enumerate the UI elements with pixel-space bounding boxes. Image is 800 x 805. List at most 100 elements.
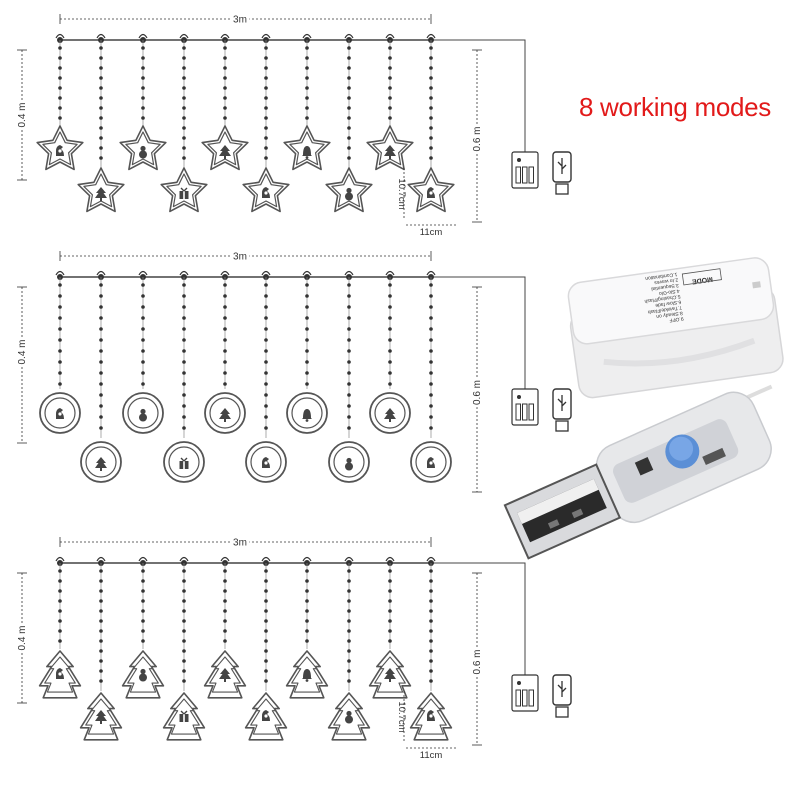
led-dot: [58, 569, 62, 573]
usb-connector: [555, 420, 569, 432]
santa-icon: [427, 710, 435, 721]
led-dot: [264, 659, 268, 663]
led-dot: [347, 106, 351, 110]
led-dot: [429, 360, 433, 364]
ring-outline: [39, 392, 81, 434]
led-dot: [182, 316, 186, 320]
led-dot: [388, 294, 392, 298]
battery-box-shadow: [603, 337, 756, 367]
short-drop-label: 0.4 m: [17, 102, 28, 127]
led-dot: [58, 349, 62, 353]
gift-icon: [178, 187, 190, 200]
led-dot: [347, 639, 351, 643]
star-outline: [77, 167, 125, 213]
light-strand: [347, 277, 351, 438]
mode-line: 4.Slo-Glo: [658, 287, 680, 296]
led-dot: [388, 305, 392, 309]
hook: [344, 556, 354, 562]
led-dot: [264, 569, 268, 573]
led-dot: [347, 146, 351, 150]
led-dot: [99, 393, 103, 397]
star-pendant: [77, 167, 125, 213]
led-dot: [141, 589, 145, 593]
led-dot: [182, 106, 186, 110]
led-dot: [141, 56, 145, 60]
led-dot: [223, 349, 227, 353]
led-dot: [264, 609, 268, 613]
star-outline: [407, 167, 455, 213]
led-dot: [99, 76, 103, 80]
tree-inner-outline: [374, 656, 406, 693]
usb-connector: [555, 183, 569, 195]
led-dot: [99, 338, 103, 342]
led-dot: [182, 349, 186, 353]
mode-line: 3.Sequential: [651, 282, 679, 292]
led-dot: [429, 404, 433, 408]
mode-line: 2.In waves: [653, 276, 678, 285]
led-dot: [264, 316, 268, 320]
gift-icon: [178, 457, 190, 470]
led-dot: [429, 338, 433, 342]
led-dot: [264, 629, 268, 633]
tree-pendant: [162, 692, 206, 741]
star-pendant: [119, 125, 167, 171]
led-dot: [264, 579, 268, 583]
led-dot: [223, 382, 227, 386]
bell-icon: [302, 409, 312, 422]
star-pendant: [201, 125, 249, 171]
led-dot: [182, 579, 186, 583]
led-dot: [305, 106, 309, 110]
led-dot: [141, 599, 145, 603]
ring-inner-outline: [85, 446, 117, 478]
led-dot: [429, 371, 433, 375]
led-dot: [305, 371, 309, 375]
led-dot: [182, 649, 186, 653]
light-strand: [264, 40, 268, 168]
led-dot: [347, 294, 351, 298]
mode-line: 5.Chasing/Flash: [644, 293, 681, 304]
led-dot: [182, 599, 186, 603]
led-dot: [99, 589, 103, 593]
led-dot: [388, 116, 392, 120]
led-dot: [347, 415, 351, 419]
battery-box-outline: [511, 674, 539, 712]
led-dot: [99, 349, 103, 353]
led-dot: [429, 415, 433, 419]
battery-cell: [515, 689, 521, 707]
led-dot: [182, 639, 186, 643]
mode-line: 8.Steady on: [656, 310, 683, 320]
led-dot: [99, 86, 103, 90]
santa-icon: [56, 408, 64, 419]
led-dot: [264, 349, 268, 353]
led-dot: [99, 327, 103, 331]
led-dot: [429, 106, 433, 110]
led-dot: [347, 629, 351, 633]
led-dot: [264, 76, 268, 80]
led-dot: [264, 415, 268, 419]
led-dot: [429, 393, 433, 397]
hook: [55, 556, 65, 562]
led-dot: [388, 56, 392, 60]
hook: [385, 270, 395, 276]
battery-cell: [528, 403, 534, 421]
tree-pendant: [79, 692, 123, 741]
usb-symbol: [557, 681, 567, 697]
ring-pendant: [245, 441, 287, 483]
led-dot: [429, 86, 433, 90]
led-dot: [347, 589, 351, 593]
tree-outline: [79, 692, 123, 741]
led-dot: [347, 619, 351, 623]
tree-pendant: [327, 692, 371, 741]
ring-pendant: [163, 441, 205, 483]
led-dot: [347, 116, 351, 120]
snowman-icon: [345, 457, 353, 471]
tree-pendant: [121, 650, 165, 699]
led-dot: [58, 639, 62, 643]
lead-wire: [431, 276, 526, 389]
led-dot: [182, 360, 186, 364]
led-dot: [347, 46, 351, 50]
bell-icon: [302, 669, 312, 682]
led-dot: [388, 629, 392, 633]
led-dot: [141, 305, 145, 309]
